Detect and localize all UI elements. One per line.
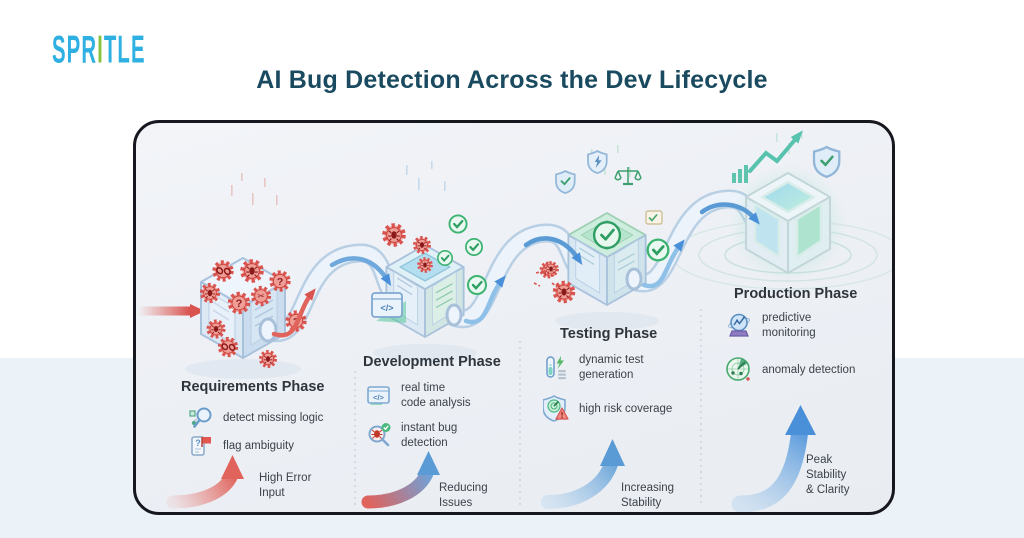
item-label: predictive monitoring [762,312,816,339]
scroll-flag-icon: ? [191,436,211,456]
item-label: flag ambiguity [223,440,294,453]
phase-title-development: Development Phase [363,354,501,370]
item-label: real time code analysis [401,382,471,409]
cube-testing [567,212,647,306]
page-title: AI Bug Detection Across the Dev Lifecycl… [256,66,768,94]
svg-text:?: ? [195,438,201,448]
magnifier-flow-icon [189,407,212,428]
list-item: high risk coverage [543,395,672,423]
cube3-pipe-port [625,267,643,291]
item-label: instant bug detection [401,422,458,449]
code-window-badge: </> [371,292,406,323]
list-item: detect missing logic [188,405,323,432]
trend-label-testing: Increasing Stability [621,482,675,509]
item-label: anomaly detection [762,363,856,376]
spritle-logo: SPRITLE [52,28,146,72]
trend-label-development: Reducing Issues [439,482,488,509]
list-item: dynamic test generation [543,353,644,382]
lifecycle-illustration: ? ✂ [138,130,892,512]
logo-part-accent: I [97,28,104,72]
checklist-icon [645,210,663,225]
list-item: instant bug detection [366,421,457,450]
crystal-ball-icon [727,313,751,337]
phase-title-production: Production Phase [734,286,858,302]
cube1-pipe-port [258,317,278,343]
item-label: dynamic test generation [579,354,644,381]
lifecycle-panel: ? ✂ [133,120,895,515]
trend-label-requirements: High Error Input [259,472,312,499]
item-label: high risk coverage [579,402,673,415]
cube2-pipe-port [445,303,463,327]
growth-chart-icon [732,130,803,183]
balance-scale-icon [614,167,642,186]
radar-icon [726,357,750,381]
list-item: ? flag ambiguity [188,433,294,460]
flow-pipes [258,189,774,343]
logo-part-post: TLE [103,28,146,72]
flow-arrows [271,202,760,338]
entry-arrow [138,304,205,318]
testing-status-icons [533,150,670,301]
phase-trend-arrows [166,405,816,512]
item-label: detect missing logic [223,412,324,425]
code-window-icon: </> [367,386,390,406]
trend-label-production: Peak Stability & Clarity [806,454,850,496]
phase-title-requirements: Requirements Phase [181,379,325,395]
list-item: anomaly detection [724,355,855,385]
svg-text:</>: </> [380,303,393,313]
list-item: </> real time code analysis [366,381,471,410]
phase-dividers [354,309,702,506]
svg-text:</>: </> [373,393,384,402]
logo-part-pre: SPR [52,28,98,72]
list-item: predictive monitoring [726,311,816,340]
bug-magnifier-icon [368,423,391,447]
shield-risk-icon [543,395,569,422]
test-tube-icon [546,355,566,379]
phase-title-testing: Testing Phase [560,326,658,342]
